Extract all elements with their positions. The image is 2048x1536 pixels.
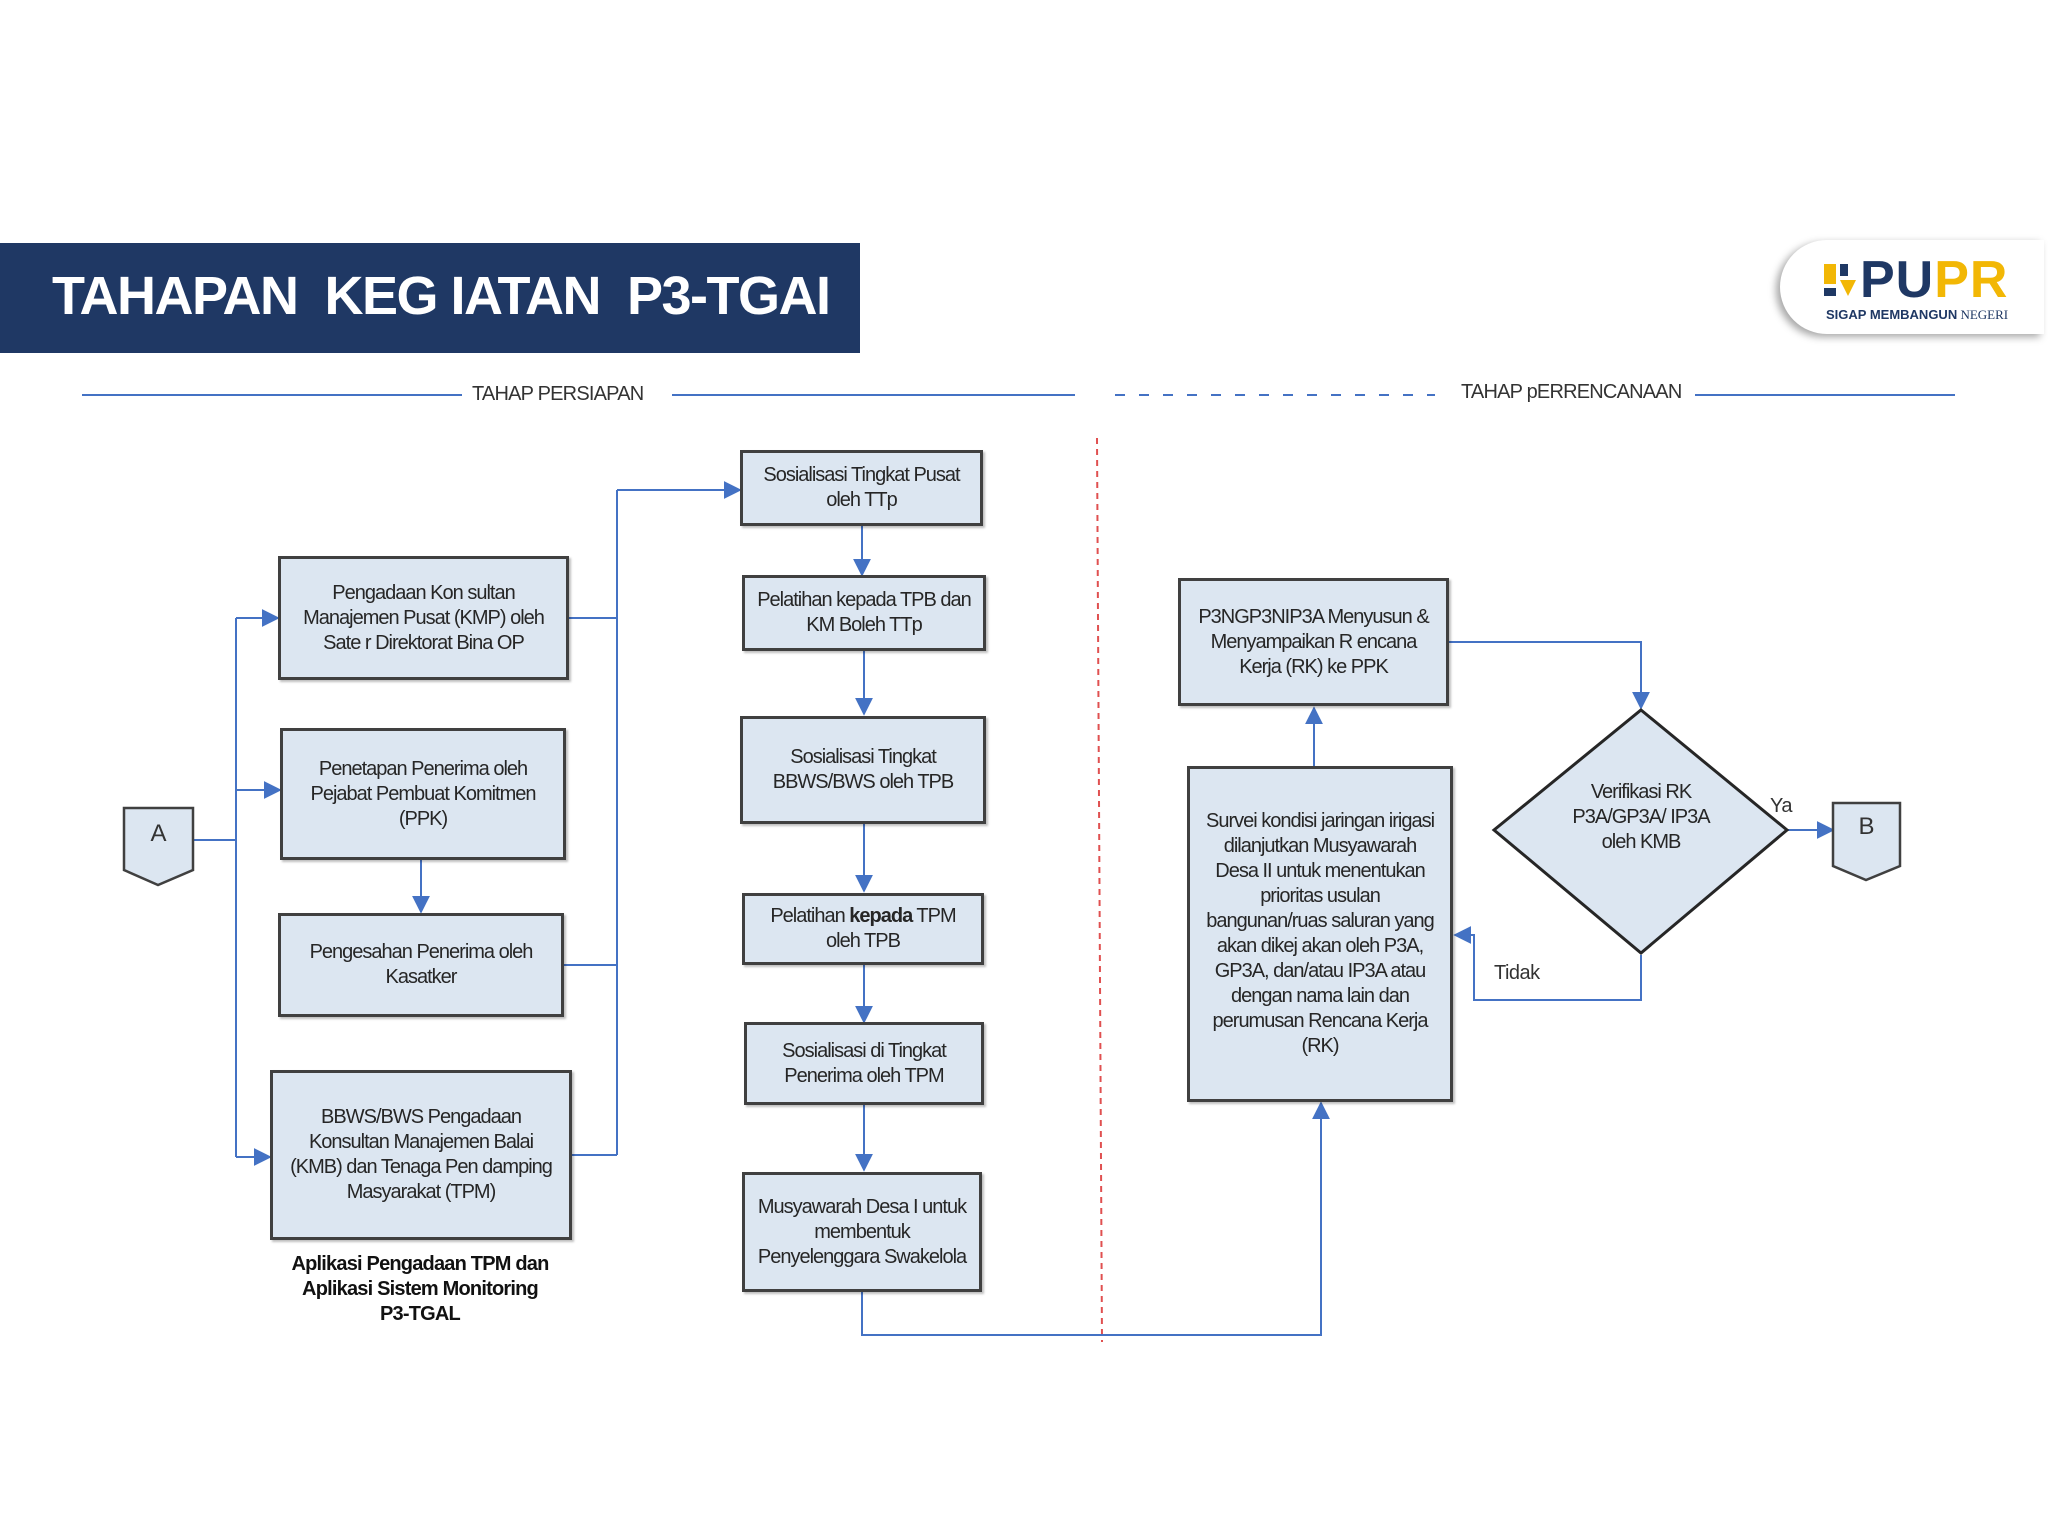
connector-b-label: B [1858,813,1875,840]
logo-tagline: SIGAP MEMBANGUN NEGERI [1826,307,2009,322]
connector-a-shape [122,806,195,887]
node-sosialisasi-penerima: Sosialisasi di Tingkat Penerima oleh TPM [744,1022,984,1105]
node-pelatihan-tpb: Pelatihan kepada TPB dan KM Boleh TTp [742,575,986,651]
page-title: TAHAPAN KEG IATAN P3-TGAI [52,266,831,326]
edge-label-tidak: Tidak [1494,962,1540,984]
connector-b-shape [1831,801,1902,882]
node-menyusun-rk: P3NGP3NIP3A Menyusun & Menyampaikan R en… [1178,578,1449,706]
verifikasi-decision-shape [1491,708,1790,955]
node-survei-musyawarah-2: Survei kondisi jaringan irigasi dilanjut… [1187,766,1453,1102]
logo-wordmark: PUPR [1860,251,2009,309]
phase-persiapan-label: TAHAP PERSIAPAN [466,383,650,406]
node-pengadaan-kmp: Pengadaan Kon sultan Manajemen Pusat (KM… [278,556,569,680]
connector-a-label: A [150,820,167,847]
node-pengesahan-penerima: Pengesahan Penerima oleh Kasatker [278,913,564,1017]
edge-label-ya: Ya [1770,795,1792,817]
aplikasi-note: Aplikasi Pengadaan TPM dan Aplikasi Sist… [291,1253,549,1325]
node-penetapan-penerima: Penetapan Penerima oleh Pejabat Pembuat … [280,728,566,860]
node-pengadaan-kmb-tpm: BBWS/BWS Pengadaan Konsultan Manajemen B… [270,1070,572,1240]
phase-perencanaan-label: TAHAP pERRENCANAAN [1455,381,1688,404]
node-pelatihan-tpm: Pelatihan kepada TPM oleh TPB [742,893,984,965]
node-sosialisasi-bbws: Sosialisasi Tingkat BBWS/BWS oleh TPB [740,716,986,824]
pupr-emblem-icon [1824,264,1856,296]
node-verifikasi-rk: Verifikasi RK P3A/GP3A/ IP3A oleh KMB [1572,781,1710,853]
title-bar [0,243,860,353]
node-musyawarah-desa-1: Musyawarah Desa I untuk membentuk Penyel… [742,1172,982,1292]
node-sosialisasi-pusat: Sosialisasi Tingkat Pusat oleh TTp [740,450,983,526]
pupr-logo: PUPR SIGAP MEMBANGUN NEGERI [1780,240,2044,334]
